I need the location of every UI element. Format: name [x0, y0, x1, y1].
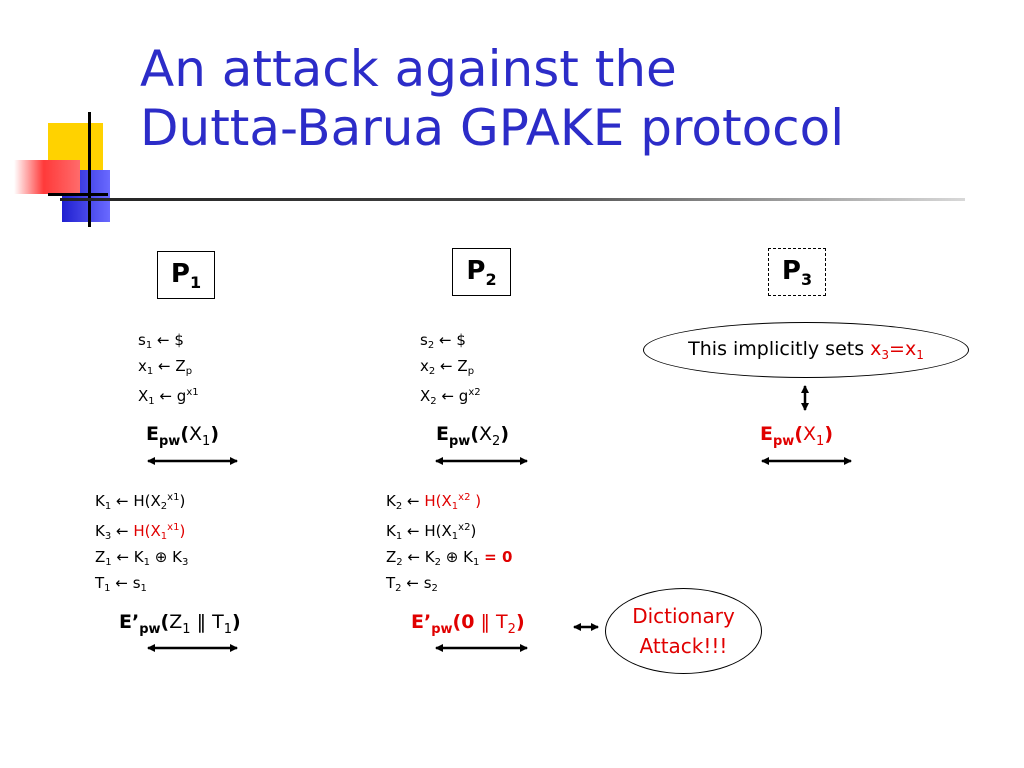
p1-setup-line: x1 ← Zp: [138, 357, 193, 377]
party-p2-label: P2: [466, 255, 497, 289]
dictionary-attack-note: Dictionary Attack!!!: [605, 588, 762, 674]
slide-title-line-1: An attack against the: [140, 40, 677, 98]
p3-message-1: Epw(X1): [760, 423, 833, 449]
deco-red-bar: [14, 160, 80, 194]
p2-compute-line: K2 ← H(X1x2 ): [386, 492, 482, 512]
p1-compute-line: T1 ← s1: [95, 574, 147, 594]
party-p2-box: P2: [452, 248, 511, 296]
party-p3-label: P3: [781, 255, 813, 289]
slide-title-line-2: Dutta-Barua GPAKE protocol: [140, 99, 845, 157]
party-p1-box: P1: [157, 251, 215, 299]
title-rule: [60, 198, 965, 201]
p2-message-2: E’pw(0 ‖ T2): [411, 611, 525, 637]
p1-compute-line: K3 ← H(X1x1): [95, 522, 186, 542]
party-p1-label: P1: [170, 258, 202, 292]
p3-note-text: This implicitly sets x3=x1: [688, 338, 924, 362]
p2-compute-block: K2 ← H(X1x2 ) K1 ← H(X1x2) Z2 ← K2 ⊕ K1 …: [386, 487, 512, 599]
p2-setup-line: X2 ← gx2: [420, 387, 481, 407]
deco-vertical-line: [88, 112, 91, 227]
party-p3-box: P3: [768, 248, 826, 296]
attack-line-1: Dictionary: [632, 604, 735, 628]
p1-setup-block: s1 ← $ x1 ← Zp X1 ← gx1: [138, 330, 199, 412]
p1-compute-line: K1 ← H(X2x1): [95, 492, 186, 512]
p2-setup-line: s2 ← $: [420, 331, 466, 351]
deco-horizontal-line: [48, 193, 108, 196]
p1-compute-line: Z1 ← K1 ⊕ K3: [95, 548, 189, 568]
p2-compute-line: K1 ← H(X1x2): [386, 522, 477, 542]
p2-compute-line: Z2 ← K2 ⊕ K1 = 0: [386, 548, 513, 568]
slide-title: An attack against the Dutta-Barua GPAKE …: [140, 40, 844, 158]
p1-compute-block: K1 ← H(X2x1) K3 ← H(X1x1) Z1 ← K1 ⊕ K3 T…: [95, 487, 188, 599]
p1-setup-line: s1 ← $: [138, 331, 184, 351]
p1-setup-line: X1 ← gx1: [138, 387, 199, 407]
p2-message-1: Epw(X2): [436, 423, 509, 449]
p2-compute-line: T2 ← s2: [386, 574, 438, 594]
attack-line-2: Attack!!!: [639, 634, 728, 658]
p2-setup-line: x2 ← Zp: [420, 357, 475, 377]
p1-message-2: E’pw(Z1 ‖ T1): [119, 611, 241, 637]
p3-implicit-note: This implicitly sets x3=x1: [643, 322, 969, 378]
zero-result: = 0: [484, 548, 513, 566]
p1-message-1: Epw(X1): [146, 423, 219, 449]
p2-setup-block: s2 ← $ x2 ← Zp X2 ← gx2: [420, 330, 481, 412]
